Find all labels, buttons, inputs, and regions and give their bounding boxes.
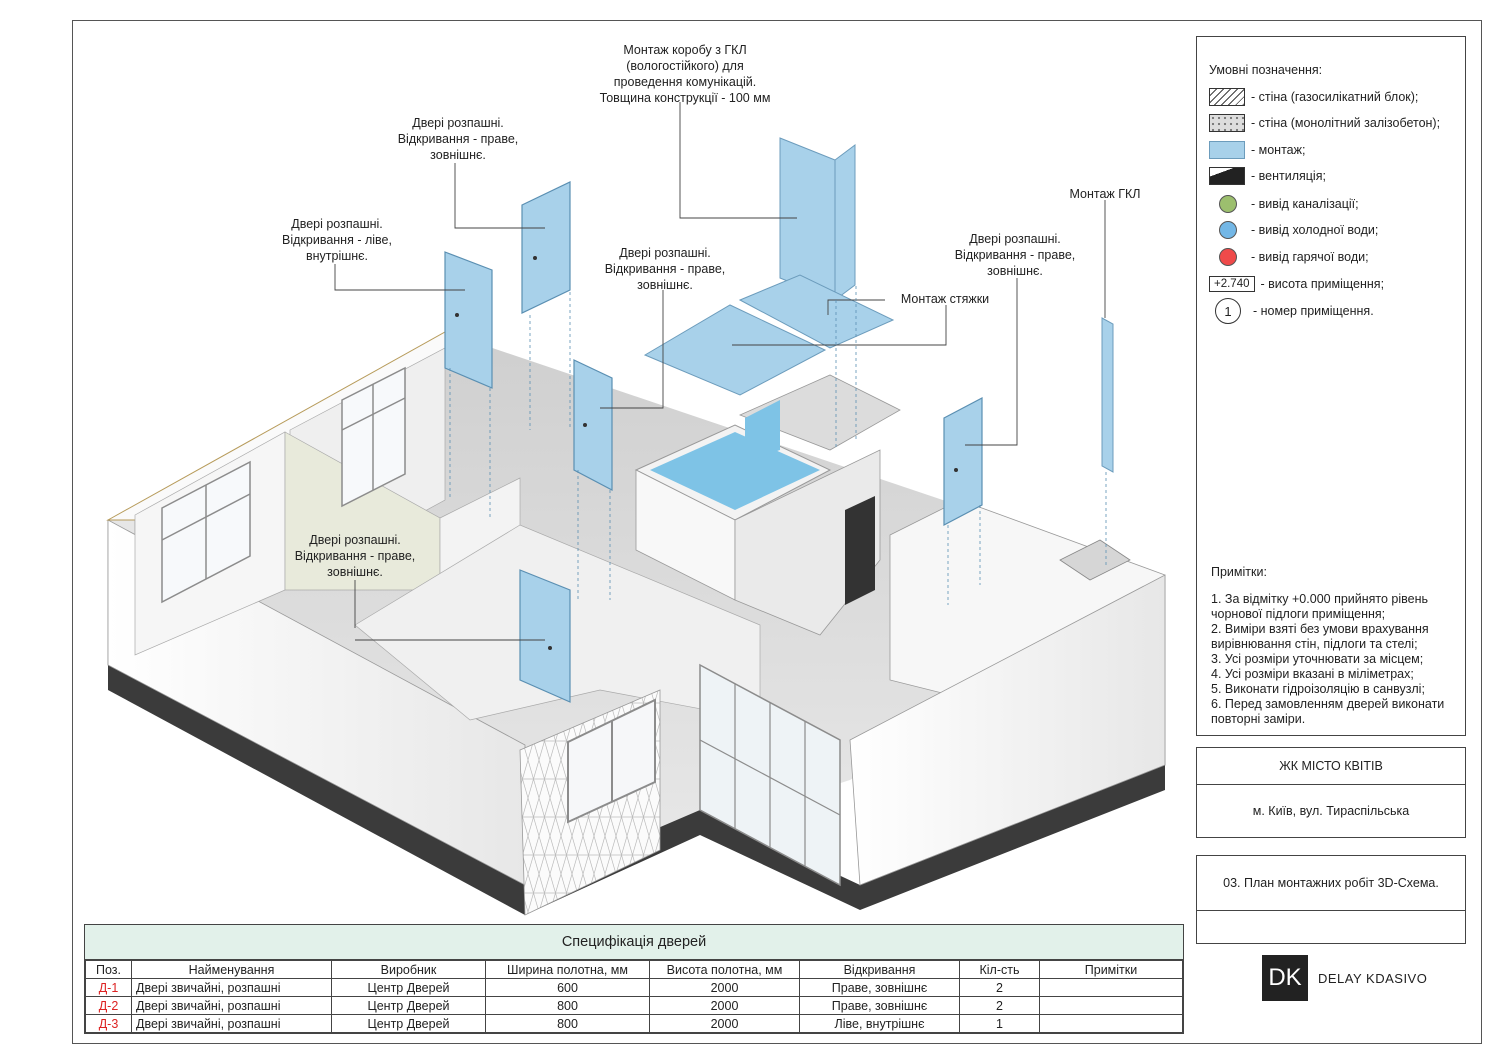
legend-item-ventilation: - вентиляція;	[1209, 166, 1326, 186]
door-e	[519, 569, 571, 703]
callout-door-right: Двері розпашні. Відкривання - праве, зов…	[954, 232, 1076, 278]
height-mark: +2.740	[1209, 276, 1255, 292]
bath-back	[738, 374, 901, 451]
hot-water-dot-icon	[1219, 248, 1237, 266]
ventilation-swatch-icon	[1209, 167, 1245, 185]
legend-item-mount: - монтаж;	[1209, 140, 1305, 160]
window-room1	[161, 460, 251, 604]
sewer-dot-icon	[1219, 195, 1237, 213]
gkl-box-panel-a	[779, 137, 836, 301]
legend-panel: Умовні позначення: - стіна (газосилікатн…	[1196, 36, 1466, 736]
callout-gkl-box: Монтаж коробу з ГКЛ (вологостійкого) для…	[599, 43, 771, 105]
base-left	[108, 665, 525, 915]
gkl-wall-strip	[1101, 317, 1114, 473]
callout-door-bottom: Двері розпашні. Відкривання - праве, зов…	[294, 533, 416, 579]
table-row: Д-1 Двері звичайні, розпашні Центр Двере…	[85, 978, 1183, 997]
doorway-dark	[845, 496, 875, 605]
legend-item-cold-water: - вивід холодної води;	[1209, 220, 1378, 240]
screed-slab-a	[738, 274, 895, 349]
table-row: Д-2 Двері звичайні, розпашні Центр Двере…	[85, 996, 1183, 1015]
company-logo: DK DELAY KDASIVO	[1262, 955, 1427, 1001]
door-spec-table: Специфікація дверей Поз. Найменування Ви…	[84, 924, 1184, 1034]
spec-header-cell: Примітки	[1039, 960, 1183, 979]
legend-item-sewer: - вивід каналізації;	[1209, 194, 1359, 214]
wall-right-front	[849, 574, 1166, 886]
door-handles	[455, 256, 958, 650]
callout-door-mid: Двері розпашні. Відкривання - праве, зов…	[604, 246, 726, 292]
doors	[444, 181, 983, 703]
hatch-swatch-icon	[1209, 88, 1245, 106]
door-d	[943, 397, 983, 526]
title-block-empty	[1196, 910, 1466, 944]
sheet-title: 03. План монтажних робіт 3D-Схема.	[1196, 855, 1466, 911]
notes-title: Примітки:	[1211, 565, 1267, 579]
spec-header-cell: Відкривання	[799, 960, 960, 979]
logo-mark: DK	[1262, 955, 1308, 1001]
callout-door-top: Двері розпашні. Відкривання - праве, зов…	[397, 116, 519, 162]
balcony-mullions	[699, 684, 841, 866]
note-item: 1. За відмітку +0.000 прийнято рівень чо…	[1211, 592, 1429, 621]
note-item: 5. Виконати гідроізоляцію в санвузлі;	[1211, 682, 1425, 696]
window-room2	[341, 366, 406, 508]
callout-gkl: Монтаж ГКЛ	[1069, 187, 1141, 201]
door-a	[521, 181, 571, 314]
project-name: ЖК МІСТО КВІТІВ	[1196, 747, 1466, 785]
notes: Примітки: 1. За відмітку +0.000 прийнято…	[1211, 565, 1461, 727]
spec-title: Специфікація дверей	[85, 925, 1183, 960]
drawing-frame	[72, 20, 1482, 1044]
mount-elements	[643, 137, 1114, 473]
gkl-box-panel-b	[834, 144, 856, 301]
logo-name: DELAY KDASIVO	[1318, 970, 1428, 986]
note-item: 3. Усі розміри уточнювати за місцем;	[1211, 652, 1424, 666]
legend-title: Умовні позначення:	[1209, 63, 1323, 77]
mount-swatch-icon	[1209, 141, 1245, 159]
door-c	[573, 359, 613, 491]
bath-pool	[745, 400, 780, 462]
spec-header-cell: Найменування	[131, 960, 332, 979]
note-item: 2. Виміри взяті без умови врахування вир…	[1211, 622, 1429, 651]
leader-lines	[334, 102, 1106, 641]
door-b	[444, 251, 493, 389]
core-pit	[650, 432, 820, 510]
projection-lines	[449, 286, 1107, 605]
legend-item-room-height: +2.740 - висота приміщення;	[1209, 274, 1384, 294]
concrete-swatch-icon	[1209, 114, 1245, 132]
callout-door-left: Двері розпашні. Відкривання - ліве, внут…	[282, 217, 392, 263]
spec-grid: Поз. Найменування Виробник Ширина полотн…	[85, 960, 1183, 1033]
spec-header-cell: Виробник	[331, 960, 486, 979]
note-item: 4. Усі розміри вказані в міліметрах;	[1211, 667, 1414, 681]
isometric-plan	[106, 102, 1166, 916]
legend-item-hot-water: - вивід гарячої води;	[1209, 247, 1369, 267]
spec-header-cell: Поз.	[85, 960, 132, 979]
kitchen-counter	[1059, 539, 1131, 581]
room-number-mark: 1	[1215, 298, 1241, 324]
project-address: м. Київ, вул. Тираспільська	[1196, 784, 1466, 838]
screed-slab-b	[643, 304, 827, 396]
callout-screed: Монтаж стяжки	[900, 292, 990, 306]
spec-header-cell: Кіл-сть	[959, 960, 1040, 979]
table-row: Д-3 Двері звичайні, розпашні Центр Двере…	[85, 1014, 1183, 1033]
legend-item-concrete: - стіна (монолітний залізобетон);	[1209, 113, 1440, 133]
legend-item-room-number: 1 - номер приміщення.	[1209, 298, 1374, 324]
spec-header-row: Поз. Найменування Виробник Ширина полотн…	[85, 960, 1183, 979]
note-item: 6. Перед замовленням дверей виконати пов…	[1211, 697, 1445, 726]
legend-item-gas-block: - стіна (газосилікатний блок);	[1209, 87, 1418, 107]
spec-header-cell: Ширина полотна, мм	[485, 960, 650, 979]
spec-header-cell: Висота полотна, мм	[649, 960, 800, 979]
cold-water-dot-icon	[1219, 221, 1237, 239]
window-front	[567, 698, 656, 824]
